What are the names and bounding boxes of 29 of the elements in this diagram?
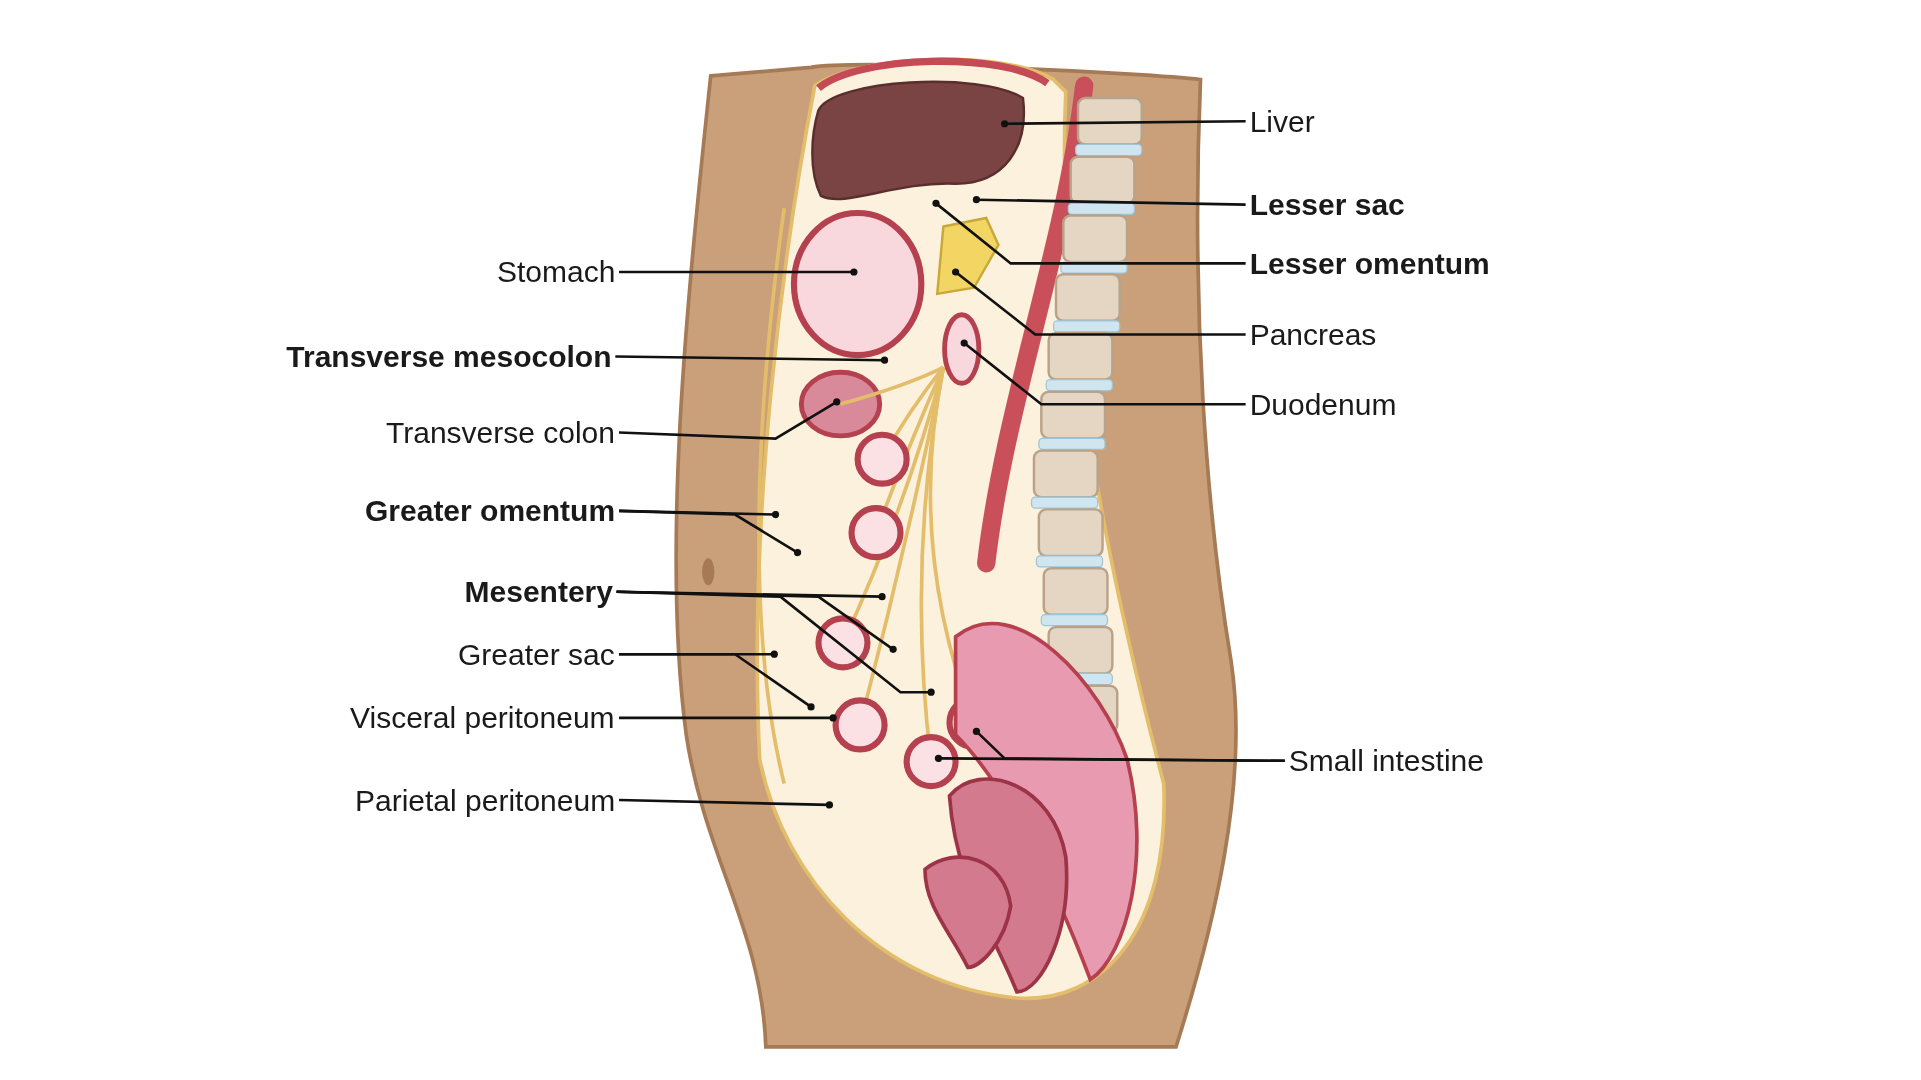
anatomy-label: Mesentery [464, 575, 613, 609]
leader-line [616, 590, 897, 653]
leader-line [616, 590, 935, 696]
leader-line [972, 196, 1246, 206]
anatomy-label: Pancreas [1249, 317, 1377, 351]
anatomy-label: Lesser sac [1249, 188, 1405, 222]
leader-line [960, 339, 1246, 406]
leader-line [618, 798, 833, 809]
anatomy-label: Liver [1249, 104, 1315, 138]
anatomy-label: Lesser omentum [1249, 246, 1490, 280]
anatomy-label: Transverse colon [386, 415, 615, 449]
leader-line [619, 268, 858, 276]
anatomy-label: Greater sac [458, 637, 615, 671]
anatomy-label: Small intestine [1288, 744, 1484, 778]
anatomy-label: Visceral peritoneum [350, 701, 615, 735]
leader-line [618, 509, 802, 557]
leader-line [972, 727, 1285, 763]
anatomy-label: Greater omentum [365, 494, 616, 528]
anatomy-label: Parietal peritoneum [355, 783, 616, 817]
leader-line [1001, 120, 1246, 128]
leader-line [619, 652, 815, 711]
anatomy-label: Stomach [497, 255, 616, 289]
anatomy-label: Duodenum [1249, 387, 1397, 421]
leader-line [932, 199, 1246, 265]
leader-line [619, 714, 837, 722]
leader-line [952, 268, 1246, 336]
anatomy-label: Transverse mesocolon [286, 340, 612, 373]
leader-line [618, 398, 841, 440]
leader-line [615, 355, 889, 364]
